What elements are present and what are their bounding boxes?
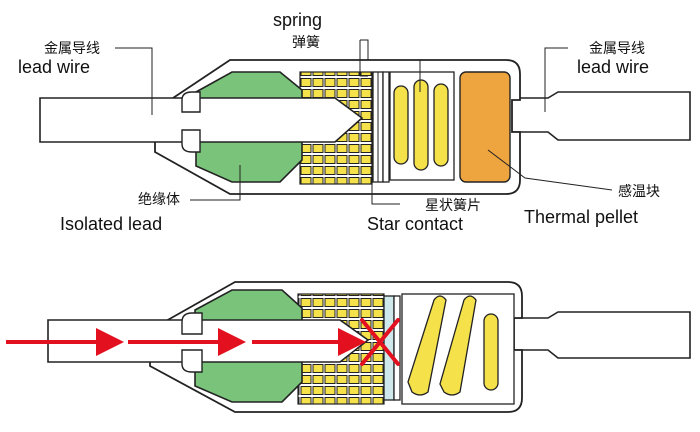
star-contact-cn: 星状簧片 <box>425 198 481 214</box>
thermal-pellet-en: Thermal pellet <box>524 207 638 227</box>
top-fuse-assembly <box>39 59 691 195</box>
lead-wire-right-en: lead wire <box>577 57 649 77</box>
left-lead-wire-top <box>39 97 364 143</box>
wire-tab-upper <box>181 312 203 335</box>
lead-wire-left-cn: 金属导线 <box>44 41 100 57</box>
star-contact-en: Star contact <box>367 214 463 234</box>
spring-turn <box>413 79 429 171</box>
spring-turn <box>393 85 409 165</box>
isolated-lead-cn: 绝缘体 <box>138 192 180 208</box>
wire-tab-lower <box>181 129 201 153</box>
spring-label-en: spring <box>273 10 322 30</box>
spring-turn-diagonal <box>407 295 447 396</box>
isolated-lead-en: Isolated lead <box>60 214 162 234</box>
right-lead-wire-top <box>507 91 691 141</box>
thermal-pellet-cn: 感温块 <box>618 183 660 200</box>
right-lead-wire-bottom <box>511 311 691 359</box>
spring-label-cn: 弹簧 <box>292 35 320 51</box>
spring-turn <box>483 313 499 391</box>
current-flow-arrows <box>6 328 366 356</box>
lead-wire-left-en: lead wire <box>18 57 90 77</box>
spring-turn-diagonal <box>439 295 477 396</box>
spring-turn <box>433 83 449 167</box>
lead-wire-right-cn: 金属导线 <box>589 41 645 57</box>
leader-lines-top <box>115 39 613 205</box>
bottom-fuse-assembly <box>47 281 691 413</box>
circuit-break-x-icon <box>360 318 400 366</box>
wire-tab-lower <box>181 349 203 373</box>
thermal-pellet-top <box>459 71 511 183</box>
wire-tab-upper <box>181 91 201 113</box>
